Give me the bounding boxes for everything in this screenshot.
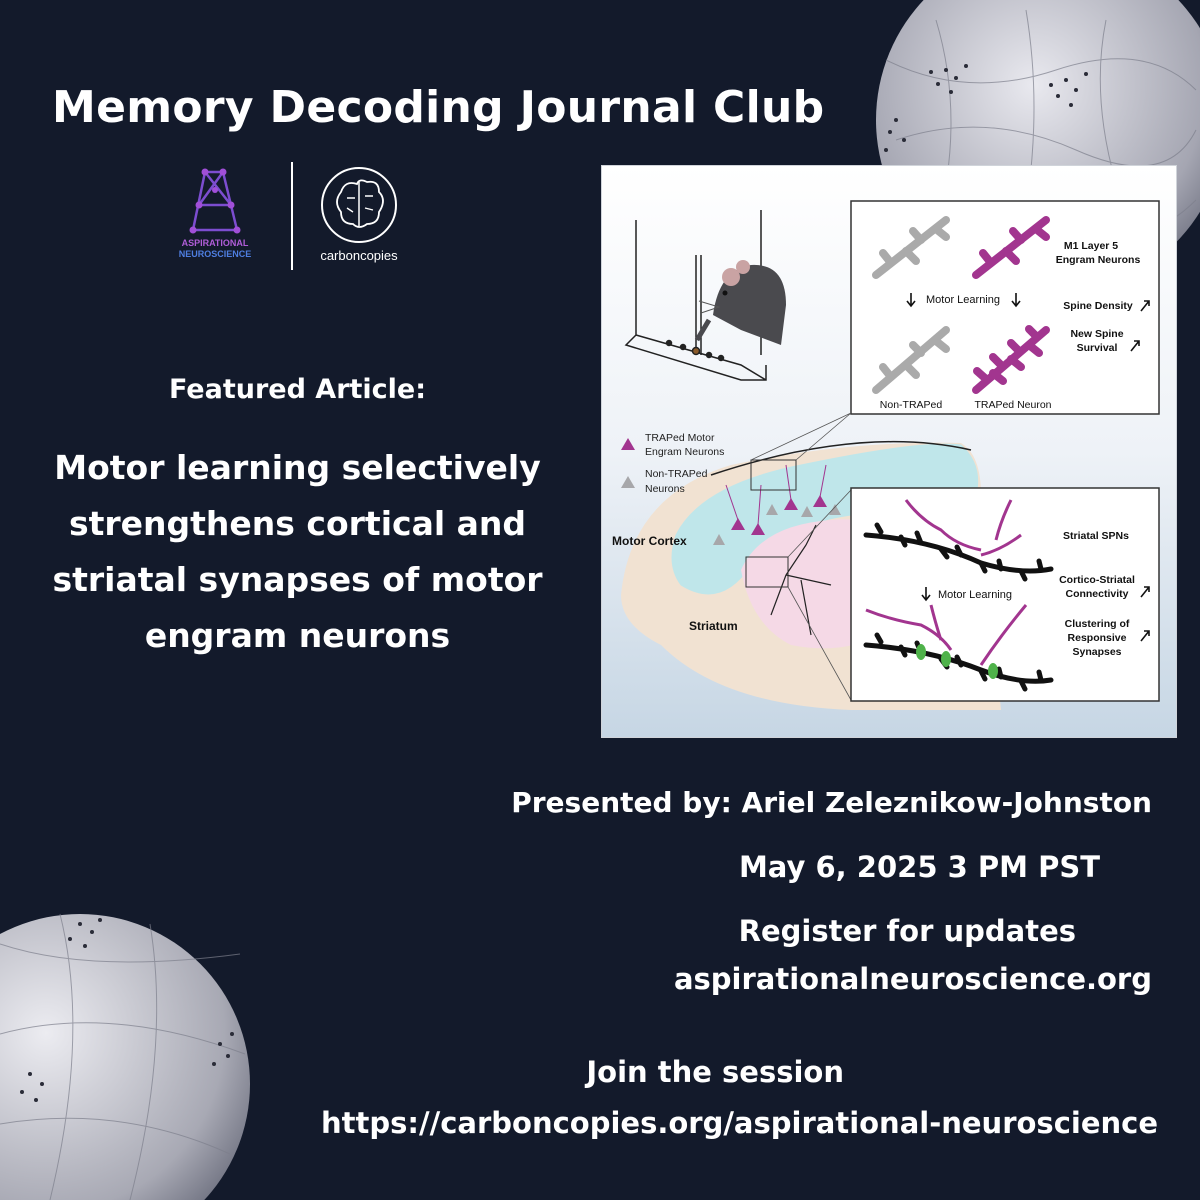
- label-motor-learning-top: Motor Learning: [926, 294, 1000, 306]
- label-connectivity: Connectivity: [1065, 588, 1128, 600]
- join-session-text: Join the session: [586, 1055, 844, 1089]
- up-arrow-icon: [1140, 300, 1150, 312]
- page-title: Memory Decoding Journal Club: [52, 82, 825, 133]
- label-clustering-of: Clustering of: [1065, 618, 1130, 630]
- spn-dendrite-top: [863, 522, 1054, 582]
- label-responsive: Responsive: [1068, 632, 1127, 644]
- mouse-icon: [694, 260, 786, 345]
- register-link[interactable]: aspirationalneuroscience.org: [673, 962, 1152, 996]
- label-m1-layer5: M1 Layer 5: [1064, 240, 1118, 252]
- event-date: May 6, 2025 3 PM PST: [738, 850, 1100, 884]
- article-figure: M1 Layer 5 Engram Neurons Motor Learning…: [601, 165, 1177, 738]
- legend-traped-line1: TRAPed Motor: [645, 432, 715, 444]
- label-engram-neurons: Engram Neurons: [1056, 254, 1141, 266]
- logo-text-carboncopies: carboncopies: [320, 248, 398, 263]
- bottom-panel: Striatal SPNs Motor Learning Cortico-Str…: [850, 487, 1160, 702]
- label-spine-density: Spine Density: [1063, 300, 1133, 312]
- join-session-link[interactable]: https://carboncopies.org/aspirational-ne…: [321, 1106, 1158, 1140]
- up-arrow-icon: [1140, 630, 1150, 642]
- legend-non-traped-line2: Neurons: [645, 483, 685, 495]
- dendrite-grey-bottom: [872, 326, 950, 394]
- dendrite-purple-top: [972, 216, 1050, 279]
- presenter-line: Presented by: Ariel Zeleznikow-Johnston: [511, 786, 1152, 819]
- label-new-spine: New Spine: [1070, 328, 1123, 340]
- label-non-traped: Non-TRAPed: [880, 399, 943, 411]
- label-synapses: Synapses: [1072, 646, 1121, 658]
- logo-text-neuroscience: NEUROSCIENCE: [179, 249, 252, 259]
- neuron-sphere-bottom-left: [0, 913, 250, 1200]
- logo-text-aspirational: ASPIRATIONAL: [182, 238, 249, 248]
- figure-legend: TRAPed Motor Engram Neurons Non-TRAPed N…: [621, 432, 724, 495]
- legend-traped-line2: Engram Neurons: [645, 446, 724, 458]
- label-traped-neuron: TRAPed Neuron: [974, 399, 1051, 411]
- label-survival: Survival: [1077, 342, 1118, 354]
- dendrite-purple-bottom: [972, 325, 1050, 394]
- aspirational-neuroscience-logo: ASPIRATIONAL NEUROSCIENCE: [179, 168, 252, 259]
- top-panel: M1 Layer 5 Engram Neurons Motor Learning…: [850, 200, 1160, 415]
- carboncopies-logo: carboncopies: [320, 167, 398, 263]
- label-striatal-spns: Striatal SPNs: [1063, 530, 1129, 542]
- legend-marker-non-traped: [621, 476, 635, 488]
- legend-non-traped-line1: Non-TRAPed: [645, 468, 708, 480]
- label-cortico-striatal: Cortico-Striatal: [1059, 574, 1135, 586]
- label-motor-learning-bottom: Motor Learning: [938, 589, 1012, 601]
- legend-marker-traped: [621, 438, 635, 450]
- down-arrow-icon: [906, 293, 1021, 308]
- up-arrow-icon: [1140, 586, 1150, 598]
- up-arrow-icon: [1130, 340, 1140, 352]
- dendrite-grey-top: [872, 216, 950, 279]
- article-title: Motor learning selectively strengthens c…: [52, 448, 543, 655]
- featured-article-label: Featured Article:: [168, 374, 427, 405]
- register-text: Register for updates: [738, 914, 1076, 948]
- label-striatum: Striatum: [689, 619, 738, 633]
- down-arrow-icon: [921, 587, 931, 602]
- logo-group: ASPIRATIONAL NEUROSCIENCE carboncopies: [179, 162, 398, 270]
- label-motor-cortex: Motor Cortex: [612, 534, 687, 548]
